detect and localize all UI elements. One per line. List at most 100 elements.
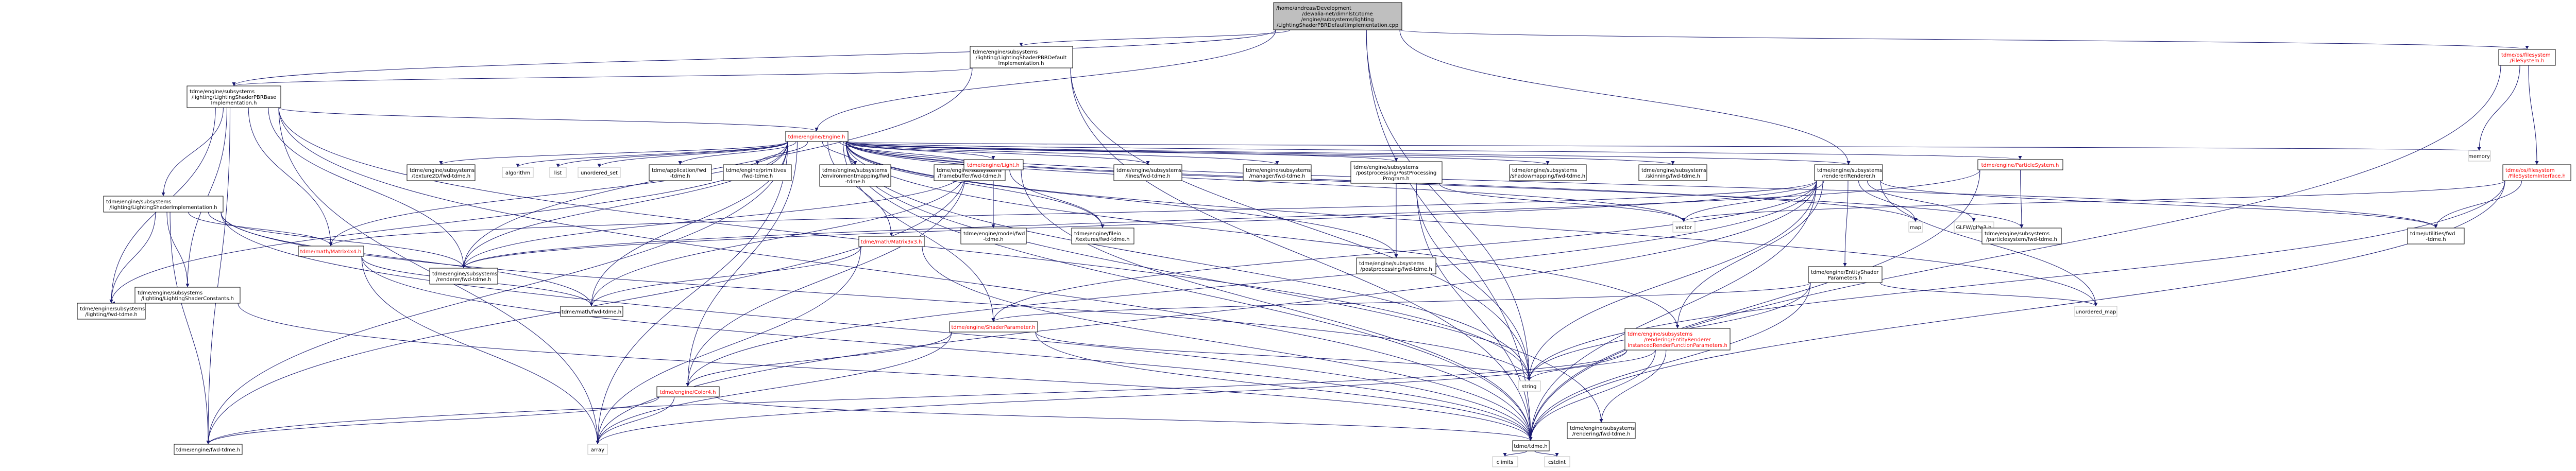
node-box — [2498, 49, 2556, 66]
node-lines-fwd[interactable]: tdme/engine/subsystems/lines/fwd-tdme.h — [1113, 164, 1182, 181]
node-label-line: tdme/engine/subsystems — [1359, 261, 1424, 267]
node-postproc-h[interactable]: tdme/engine/subsystems/postprocessing/Po… — [1350, 161, 1443, 184]
include-edge — [686, 141, 798, 387]
node-manager-fwd[interactable]: tdme/engine/subsystems/manager/fwd-tdme.… — [1243, 164, 1312, 181]
node-particle-h[interactable]: tdme/engine/ParticleSystem.h — [1977, 159, 2063, 170]
node-fsinterface-h[interactable]: tdme/os/filesystem/FileSystemInterface.h — [2502, 164, 2571, 181]
node-postproc-fwd[interactable]: tdme/engine/subsystems/postprocessing/fw… — [1356, 257, 1436, 274]
include-edge — [329, 180, 1817, 247]
node-light-h[interactable]: tdme/engine/Light.h — [963, 159, 1024, 170]
include-edge — [991, 282, 1811, 322]
node-memory: memory — [2468, 150, 2491, 162]
node-matrix3x3-h[interactable]: tdme/math/Matrix3x3.h — [858, 236, 925, 247]
include-edge — [1070, 67, 1531, 381]
node-label-line: tdme/engine/Color4.h — [660, 390, 716, 395]
include-edge — [361, 256, 1533, 441]
include-edge — [1399, 29, 1851, 165]
node-box — [2407, 228, 2465, 245]
include-edge — [1019, 29, 1291, 47]
node-box — [134, 287, 241, 304]
node-box — [2074, 306, 2117, 317]
include-edge — [2528, 65, 2539, 165]
node-label-line: tdme/os/filesystem — [2501, 53, 2551, 58]
node-string: string — [1518, 380, 1541, 392]
node-impl-h[interactable]: tdme/engine/subsystems/lighting/Lighting… — [103, 196, 224, 213]
include-edge — [556, 141, 788, 168]
node-box — [1071, 228, 1134, 245]
node-matrix4x4-h[interactable]: tdme/math/Matrix4x4.h — [298, 246, 364, 257]
include-edge — [206, 350, 1628, 445]
node-label-line: tdme/os/filesystem — [2505, 168, 2555, 173]
node-sub-lighting-fwd[interactable]: tdme/engine/subsystems/lighting/fwd-tdme… — [77, 303, 146, 320]
node-tdme-h[interactable]: tdme/tdme.h — [1512, 440, 1550, 451]
node-utilities-fwd[interactable]: tdme/utilities/fwd-tdme.h — [2407, 228, 2465, 245]
include-edge — [845, 141, 1398, 258]
node-base-h[interactable]: tdme/engine/subsystems/lighting/Lighting… — [187, 85, 281, 108]
include-edge — [1534, 450, 1559, 457]
include-edge — [439, 141, 788, 165]
node-label-line: list — [554, 170, 562, 176]
node-particlesys-fwd[interactable]: tdme/engine/subsystems/particlesystem/fw… — [1981, 228, 2062, 245]
node-defimpl-h[interactable]: tdme/engine/subsystems/lighting/Lighting… — [970, 46, 1073, 68]
node-model-fwd[interactable]: tdme/engine/model/fwd-tdme.h — [960, 228, 1027, 245]
node-label-line: tdme/engine/subsystems — [1116, 168, 1181, 173]
node-app-fwd[interactable]: tdme/application/fwd-tdme.h — [649, 164, 712, 181]
include-edge — [1070, 67, 1533, 441]
include-edge — [462, 169, 967, 269]
include-edge — [1682, 180, 1824, 222]
node-label-line: tdme/engine/subsystems — [937, 168, 1002, 173]
node-math-fwd[interactable]: tdme/math/fwd-tdme.h — [560, 306, 623, 317]
node-renderer-h[interactable]: tdme/engine/subsystems/renderer/Renderer… — [1814, 164, 1883, 181]
node-instanced-h[interactable]: tdme/engine/subsystems/rendering/EntityR… — [1624, 328, 1731, 351]
include-edge — [208, 212, 466, 269]
include-edge — [589, 246, 861, 307]
node-label-line: string — [1522, 384, 1537, 390]
include-edge — [2434, 180, 2522, 229]
node-filesystem-h[interactable]: tdme/os/filesystem/FileSystem.h — [2498, 49, 2556, 66]
include-edge — [717, 396, 1533, 441]
include-edge — [686, 332, 952, 387]
include-edge — [845, 141, 1550, 165]
node-rendering-fwd[interactable]: tdme/engine/subsystems/rendering/fwd-tdm… — [1567, 422, 1636, 439]
node-engine-h[interactable]: tdme/engine/Engine.h — [785, 131, 849, 142]
include-edge — [278, 107, 819, 132]
include-edge — [1009, 169, 1105, 229]
node-engine-fwd[interactable]: tdme/engine/fwd-tdme.h — [174, 444, 243, 455]
node-label-line: GLFW/glfw3.h — [1956, 225, 1992, 231]
node-label-line: algorithm — [505, 170, 530, 176]
include-edge — [232, 29, 1276, 86]
include-edge — [206, 141, 788, 445]
node-label-line: tdme/engine/primitives — [726, 168, 786, 173]
node-box — [1512, 440, 1550, 451]
node-box — [298, 246, 364, 257]
node-box — [1113, 164, 1182, 181]
node-label-line: memory — [2468, 154, 2490, 160]
include-edge — [462, 180, 1817, 269]
node-prim-fwd[interactable]: tdme/engine/primitives/fwd-tdme.h — [723, 164, 792, 181]
node-texture2d-fwd[interactable]: tdme/engine/subsystems/texture2D/fwd-tdm… — [406, 164, 476, 181]
node-renderer-fwd[interactable]: tdme/engine/subsystems/renderer/fwd-tdme… — [429, 268, 498, 285]
node-box — [1814, 164, 1883, 181]
node-shaderparam-h[interactable]: tdme/engine/ShaderParameter.h — [949, 321, 1038, 333]
include-edge — [221, 212, 1533, 441]
node-skinning-fwd[interactable]: tdme/engine/subsystems/skinning/fwd-tdme… — [1638, 164, 1707, 181]
node-envmap-fwd[interactable]: tdme/engine/subsystems/environmentmappin… — [819, 164, 891, 187]
node-constants-h[interactable]: tdme/engine/subsystems/lighting/Lighting… — [134, 287, 241, 304]
node-box — [1273, 2, 1402, 30]
node-label-line: tdme/engine/subsystems — [80, 306, 145, 312]
node-shadow-fwd[interactable]: tdme/engine/subsystems/shadowmapping/fwd… — [1509, 164, 1587, 181]
node-label-line: tdme/engine/subsystems — [106, 199, 171, 205]
node-label-line: unordered_map — [2076, 309, 2116, 315]
node-label-line: tdme/engine/subsystems — [1570, 426, 1635, 431]
node-label-line: tdme/engine/subsystems — [432, 271, 497, 277]
include-edge — [845, 141, 1279, 165]
include-edge — [678, 141, 796, 165]
node-label-line: tdme/tdme.h — [1514, 444, 1547, 449]
node-box — [587, 444, 608, 455]
node-fileio-fwd[interactable]: tdme/engine/fileio/textures/fwd-tdme.h — [1071, 228, 1134, 245]
include-edge — [221, 212, 594, 307]
dependency-edges — [109, 29, 2539, 457]
node-color4-h[interactable]: tdme/engine/Color4.h — [656, 386, 720, 397]
include-edge — [845, 141, 1150, 165]
